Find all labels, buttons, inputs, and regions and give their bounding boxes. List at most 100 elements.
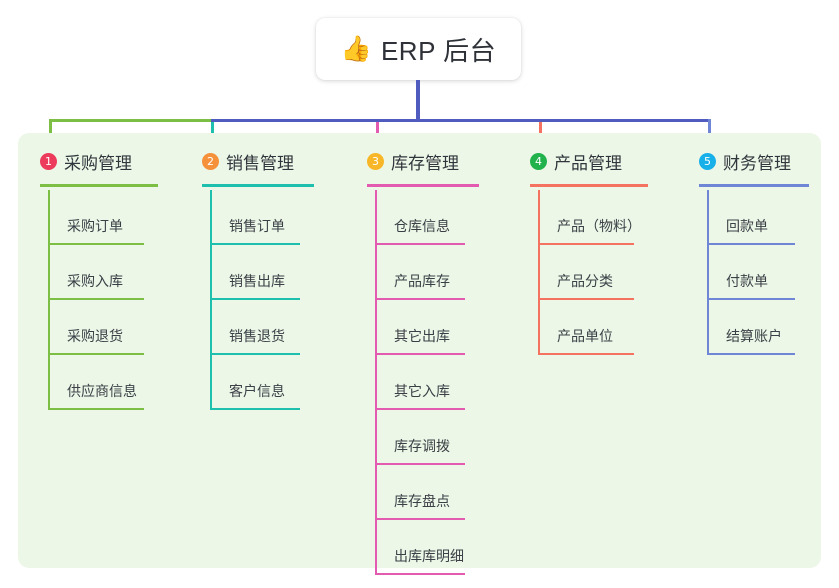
branch-item-label: 销售退货	[229, 328, 285, 344]
branch-item-underline	[210, 353, 300, 355]
branch-item-underline	[707, 243, 795, 245]
branch-item[interactable]: 付款单	[697, 245, 807, 300]
branch-item[interactable]: 销售订单	[200, 190, 312, 245]
branch-item-underline	[210, 243, 300, 245]
branch-item[interactable]: 供应商信息	[38, 355, 156, 410]
thumbs-up-icon: 👍	[340, 34, 372, 63]
branch-item-label: 销售出库	[229, 273, 285, 289]
branch-spine	[210, 190, 212, 410]
branch-title: 销售管理	[226, 153, 294, 173]
branches-panel	[18, 133, 821, 568]
branch-header-3[interactable]: 3 库存管理	[365, 146, 479, 187]
branch-item[interactable]: 产品分类	[528, 245, 646, 300]
branch-item[interactable]: 仓库信息	[365, 190, 477, 245]
branch-item[interactable]: 结算账户	[697, 300, 807, 355]
branch-number-badge: 2	[202, 152, 219, 170]
branch-item[interactable]: 回款单	[697, 190, 807, 245]
branch-number-badge: 3	[367, 152, 384, 170]
branch-item-label: 付款单	[726, 273, 768, 289]
branch-item-underline	[707, 353, 795, 355]
branch-item-label: 供应商信息	[67, 383, 137, 399]
branch-item-underline	[538, 243, 634, 245]
branch-item[interactable]: 产品库存	[365, 245, 477, 300]
branch-item-underline	[375, 463, 465, 465]
branch-item-underline	[375, 243, 465, 245]
branch-item[interactable]: 客户信息	[200, 355, 312, 410]
connector-bus-segment-3	[376, 119, 539, 122]
branch-title: 产品管理	[554, 153, 622, 173]
branch-header-1[interactable]: 1 采购管理	[38, 146, 158, 187]
branch-header-underline	[367, 184, 479, 187]
branch-item[interactable]: 采购退货	[38, 300, 156, 355]
branch-item-underline	[375, 518, 465, 520]
branch-spine	[707, 190, 709, 355]
branch-header-underline	[699, 184, 809, 187]
branch-title: 财务管理	[723, 153, 791, 173]
branch-item-label: 采购订单	[67, 218, 123, 234]
branch-number-badge: 4	[530, 152, 547, 170]
branch-item-label: 出库库明细	[394, 548, 464, 564]
connector-bus-segment-1	[49, 119, 211, 122]
branch-item-label: 其它出库	[394, 328, 450, 344]
branch-item-underline	[375, 408, 465, 410]
branch-item-label: 库存盘点	[394, 493, 450, 509]
branch-item[interactable]: 销售退货	[200, 300, 312, 355]
branch-item-label: 结算账户	[726, 328, 782, 344]
branch-title: 采购管理	[64, 153, 132, 173]
branch-item[interactable]: 出库库明细	[365, 520, 477, 575]
branch-item-label: 产品库存	[394, 273, 450, 289]
branch-item-label: 产品分类	[557, 273, 613, 289]
branch-items-4: 产品（物料） 产品分类产品单位	[528, 190, 646, 355]
branch-item-label: 其它入库	[394, 383, 450, 399]
branch-item-label: 客户信息	[229, 383, 285, 399]
branch-item-label: 库存调拨	[394, 438, 450, 454]
branch-item-underline	[48, 353, 144, 355]
branch-item-underline	[538, 353, 634, 355]
branch-item-label: 仓库信息	[394, 218, 450, 234]
branch-item-underline	[375, 573, 465, 575]
branch-item-label: 产品单位	[557, 328, 613, 344]
branch-number-badge: 1	[40, 152, 57, 170]
branch-items-1: 采购订单采购入库采购退货供应商信息	[38, 190, 156, 410]
branch-items-5: 回款单付款单结算账户	[697, 190, 807, 355]
branch-items-3: 仓库信息产品库存其它出库其它入库库存调拨库存盘点出库库明细	[365, 190, 477, 575]
branch-item-underline	[48, 408, 144, 410]
branch-item[interactable]: 产品单位	[528, 300, 646, 355]
branch-item[interactable]: 销售出库	[200, 245, 312, 300]
branch-item[interactable]: 库存调拨	[365, 410, 477, 465]
branch-header-4[interactable]: 4 产品管理	[528, 146, 648, 187]
branch-item[interactable]: 其它出库	[365, 300, 477, 355]
branch-item-underline	[48, 243, 144, 245]
branch-spine	[375, 190, 377, 575]
branch-item-underline	[210, 298, 300, 300]
branch-header-2[interactable]: 2 销售管理	[200, 146, 314, 187]
branch-header-underline	[530, 184, 648, 187]
branch-item[interactable]: 采购入库	[38, 245, 156, 300]
branch-spine	[538, 190, 540, 355]
root-title: ERP 后台	[380, 35, 497, 66]
branch-item[interactable]: 其它入库	[365, 355, 477, 410]
branch-item[interactable]: 采购订单	[38, 190, 156, 245]
branch-item-label: 回款单	[726, 218, 768, 234]
root-node[interactable]: 👍 ERP 后台	[316, 18, 521, 80]
branch-spine	[48, 190, 50, 410]
branch-title: 库存管理	[391, 153, 459, 173]
connector-bus-segment-4	[539, 119, 708, 122]
branch-item-label: 采购入库	[67, 273, 123, 289]
branch-header-5[interactable]: 5 财务管理	[697, 146, 809, 187]
branch-item[interactable]: 库存盘点	[365, 465, 477, 520]
branch-item-underline	[375, 353, 465, 355]
branch-item-underline	[375, 298, 465, 300]
branch-header-underline	[40, 184, 158, 187]
branch-number-badge: 5	[699, 152, 716, 170]
branch-item-label: 销售订单	[229, 218, 285, 234]
branch-header-underline	[202, 184, 314, 187]
branch-item-label: 采购退货	[67, 328, 123, 344]
branch-item-underline	[210, 408, 300, 410]
branch-item[interactable]: 产品（物料）	[528, 190, 646, 245]
connector-bus-segment-2	[211, 119, 376, 122]
branch-item-underline	[48, 298, 144, 300]
branch-item-underline	[538, 298, 634, 300]
branch-item-label: 产品（物料）	[557, 218, 641, 234]
